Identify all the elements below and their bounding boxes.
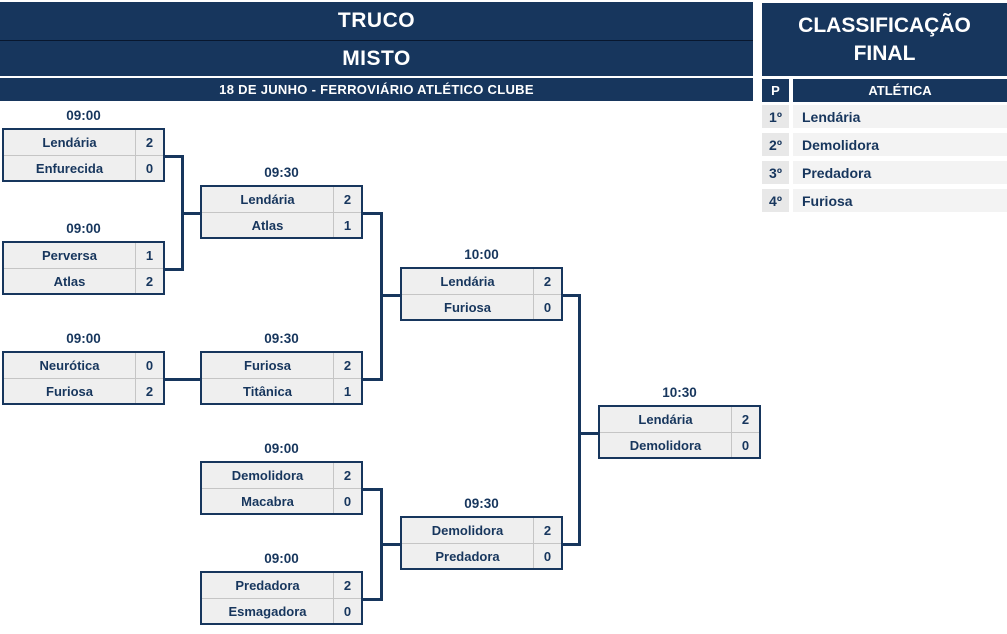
bracket-connector — [578, 432, 598, 435]
team-name: Furiosa — [444, 299, 491, 315]
match-round1-2: 09:00 Perversa 1 Atlas 2 — [2, 219, 165, 295]
team-name: Demolidora — [629, 437, 702, 453]
rank-cell-1: 1º — [762, 105, 789, 128]
match-semifinal-upper: 10:00 Lendária 2 Furiosa 0 — [400, 245, 563, 321]
match-time: 09:30 — [464, 496, 499, 511]
team-name: Neurótica — [39, 358, 100, 373]
team-name: Titânica — [243, 383, 292, 399]
match-round1-5: 09:00 Predadora 2 Esmagadora 0 — [200, 549, 363, 625]
team-name: Demolidora — [231, 468, 304, 483]
rank-team-3: Predadora — [793, 161, 1007, 184]
classification-col-position: P — [762, 79, 789, 102]
match-time: 09:00 — [264, 441, 299, 456]
event-date-venue: 18 DE JUNHO - FERROVIÁRIO ATLÉTICO CLUBE — [0, 78, 753, 101]
match-round2-1: 09:30 Lendária 2 Atlas 1 — [200, 163, 363, 239]
team-name: Furiosa — [244, 358, 291, 373]
rank-team-4: Furiosa — [793, 189, 1007, 212]
team-score: 0 — [135, 353, 163, 378]
header-divider — [0, 40, 753, 41]
team-score: 2 — [533, 518, 561, 543]
team-score: 0 — [731, 433, 759, 457]
team-score: 2 — [333, 463, 361, 488]
team-name: Enfurecida — [35, 160, 104, 176]
team-score: 0 — [333, 489, 361, 513]
team-name: Atlas — [53, 273, 86, 289]
match-time: 10:00 — [464, 247, 499, 262]
team-name: Lendária — [638, 412, 693, 427]
bracket-connector — [181, 212, 200, 215]
match-box: Demolidora 2 Predadora 0 — [400, 516, 563, 570]
match-box: Furiosa 2 Titânica 1 — [200, 351, 363, 405]
team-score: 0 — [333, 599, 361, 623]
team-score: 1 — [333, 379, 361, 403]
team-name: Lendária — [240, 192, 295, 207]
match-time: 09:00 — [66, 108, 101, 123]
team-score: 2 — [333, 573, 361, 598]
bracket-connector — [578, 294, 581, 546]
bracket-connector — [562, 294, 581, 297]
team-name: Esmagadora — [228, 603, 307, 619]
bracket-connector — [363, 212, 383, 215]
match-time: 10:30 — [662, 385, 697, 400]
bracket-connector — [380, 294, 400, 297]
team-score: 0 — [135, 156, 163, 180]
match-box: Demolidora 2 Macabra 0 — [200, 461, 363, 515]
bracket-connector — [562, 543, 581, 546]
team-name: Atlas — [251, 217, 284, 233]
match-final: 10:30 Lendária 2 Demolidora 0 — [598, 383, 761, 459]
match-time: 09:30 — [264, 331, 299, 346]
classification-col-team: ATLÉTICA — [793, 79, 1007, 102]
team-score: 2 — [135, 130, 163, 155]
bracket-connector — [363, 378, 383, 381]
match-time: 09:00 — [66, 221, 101, 236]
bracket-connector — [363, 488, 383, 491]
rank-team-2: Demolidora — [793, 133, 1007, 156]
bracket-connector — [165, 378, 200, 381]
team-name: Demolidora — [431, 523, 504, 538]
rank-cell-4: 4º — [762, 189, 789, 212]
team-score: 0 — [533, 544, 561, 568]
team-score: 2 — [533, 269, 561, 294]
team-name: Lendária — [440, 274, 495, 289]
team-score: 2 — [135, 379, 163, 403]
match-box: Lendária 2 Furiosa 0 — [400, 267, 563, 321]
match-time: 09:00 — [66, 331, 101, 346]
team-score: 2 — [333, 187, 361, 212]
page-subtitle: MISTO — [0, 41, 753, 76]
rank-cell-3: 3º — [762, 161, 789, 184]
match-round1-4: 09:00 Demolidora 2 Macabra 0 — [200, 439, 363, 515]
match-box: Predadora 2 Esmagadora 0 — [200, 571, 363, 625]
bracket-connector — [165, 268, 184, 271]
page-title: TRUCO — [0, 2, 753, 40]
match-box: Lendária 2 Atlas 1 — [200, 185, 363, 239]
rank-team-1: Lendária — [793, 105, 1007, 128]
rank-cell-2: 2º — [762, 133, 789, 156]
team-score: 2 — [333, 353, 361, 378]
match-box: Perversa 1 Atlas 2 — [2, 241, 165, 295]
team-name: Perversa — [42, 248, 97, 263]
match-time: 09:00 — [264, 551, 299, 566]
team-score: 2 — [731, 407, 759, 432]
team-name: Lendária — [42, 135, 97, 150]
match-box: Neurótica 0 Furiosa 2 — [2, 351, 165, 405]
match-round2-2: 09:30 Furiosa 2 Titânica 1 — [200, 329, 363, 405]
match-box: Lendária 2 Demolidora 0 — [598, 405, 761, 459]
team-name: Macabra — [241, 493, 294, 509]
team-score: 0 — [533, 295, 561, 319]
team-name: Furiosa — [46, 383, 93, 399]
bracket-connector — [380, 543, 400, 546]
bracket-connector — [363, 598, 383, 601]
classification-title: CLASSIFICAÇÃO FINAL — [762, 3, 1007, 76]
bracket-connector — [165, 155, 184, 158]
team-name: Predadora — [235, 578, 300, 593]
match-semifinal-lower: 09:30 Demolidora 2 Predadora 0 — [400, 494, 563, 570]
match-round1-1: 09:00 Lendária 2 Enfurecida 0 — [2, 106, 165, 182]
team-score: 2 — [135, 269, 163, 293]
team-score: 1 — [333, 213, 361, 237]
team-name: Predadora — [435, 548, 500, 564]
match-time: 09:30 — [264, 165, 299, 180]
match-box: Lendária 2 Enfurecida 0 — [2, 128, 165, 182]
match-round1-3: 09:00 Neurótica 0 Furiosa 2 — [2, 329, 165, 405]
team-score: 1 — [135, 243, 163, 268]
